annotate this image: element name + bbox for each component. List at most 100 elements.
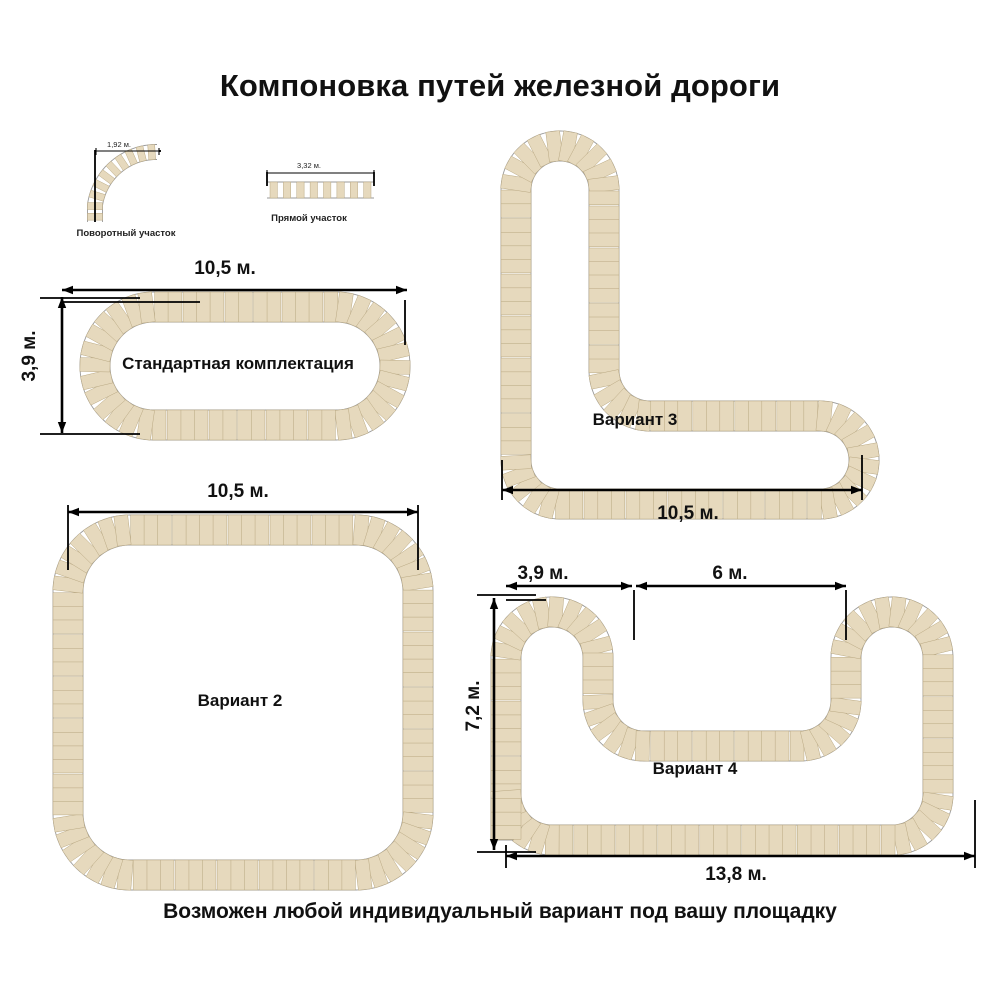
track-sleeper <box>371 326 406 353</box>
track-sleeper <box>354 858 373 891</box>
track-sleeper <box>600 824 615 856</box>
track-sleeper <box>52 647 84 663</box>
track-sleeper <box>104 397 135 431</box>
track-sleeper <box>172 514 187 546</box>
track-sleeper <box>344 404 369 439</box>
track-sleeper <box>132 859 148 891</box>
dimension-arrowhead <box>489 598 499 609</box>
track-sleeper <box>920 636 954 658</box>
track-sleeper <box>891 822 912 856</box>
track-sleeper <box>254 514 270 546</box>
track-sleeper <box>500 413 532 428</box>
track-sleeper <box>266 291 282 323</box>
track-sleeper <box>182 291 198 323</box>
track-sleeper <box>500 287 532 302</box>
track-sleeper <box>166 409 182 441</box>
track-sleeper <box>355 301 386 335</box>
track-sleeper <box>490 811 522 827</box>
track-sleeper <box>336 181 345 199</box>
track-sleeper <box>402 742 434 758</box>
track-sleeper <box>402 631 434 647</box>
dimension-variant-3 <box>501 455 863 500</box>
track-sleeper <box>227 514 243 546</box>
track-sleeper <box>922 681 954 696</box>
track-sleeper <box>823 824 839 856</box>
track-sleeper <box>283 514 298 546</box>
track-sleeper <box>582 694 614 710</box>
track-sleeper <box>897 599 924 633</box>
track-sleeper <box>253 291 268 323</box>
dim-variant-2-width: 10,5 м. <box>207 481 269 502</box>
track-sleeper <box>241 514 256 546</box>
track-sleeper <box>575 143 608 175</box>
track-sleeper <box>602 720 633 755</box>
legend-straight-length: 3,32 м. <box>297 161 321 170</box>
track-sleeper <box>490 798 522 813</box>
track-sleeper <box>843 465 877 492</box>
track-sleeper <box>825 706 859 732</box>
legend-straight-segment <box>266 170 375 199</box>
track-sleeper <box>118 403 144 438</box>
track-sleeper <box>588 274 620 290</box>
track-sleeper <box>490 756 522 771</box>
track-sleeper <box>544 824 560 856</box>
track-sleeper <box>874 596 894 629</box>
track-sleeper <box>174 859 190 891</box>
track-sleeper <box>402 658 434 674</box>
track-sleeper <box>334 408 353 441</box>
track-sleeper <box>212 514 228 546</box>
track-sleeper <box>699 824 714 856</box>
track-sleeper <box>372 521 401 555</box>
track-sleeper <box>209 291 225 323</box>
track-sleeper <box>500 315 532 331</box>
track-sleeper <box>500 426 532 442</box>
track-sleeper <box>500 300 532 316</box>
track-sleeper <box>490 783 522 798</box>
track-sleeper <box>526 133 554 168</box>
track-sleeper <box>500 398 532 413</box>
track-sleeper <box>922 696 954 711</box>
track-sleeper <box>588 219 620 234</box>
track-sleeper <box>513 142 546 175</box>
track-sleeper <box>500 357 532 373</box>
track-sleeper <box>402 729 434 744</box>
track-sleeper <box>587 175 620 194</box>
track-sleeper <box>222 409 237 441</box>
track-sleeper <box>193 409 209 441</box>
track-sleeper <box>137 291 156 324</box>
track-sleeper <box>545 130 564 163</box>
track-sleeper <box>922 668 954 683</box>
track-sleeper <box>185 514 201 546</box>
track-sleeper <box>180 409 195 441</box>
track-sleeper <box>500 440 532 455</box>
track-sleeper <box>547 596 564 628</box>
track-sleeper <box>335 291 354 324</box>
dimension-arrowhead <box>62 285 73 295</box>
track-sleeper <box>847 442 880 462</box>
track-sleeper <box>54 559 89 584</box>
track-sleeper <box>88 189 106 202</box>
track-sleeper <box>269 514 285 546</box>
track-sleeper <box>52 619 84 634</box>
track-sleeper <box>402 798 434 813</box>
track-sleeper <box>308 291 324 323</box>
layout-track-variant-3 <box>500 130 880 520</box>
track-sleeper <box>782 824 797 856</box>
track-sleeper <box>629 824 644 856</box>
track-sleeper <box>279 409 294 441</box>
track-sleeper <box>922 765 954 780</box>
track-sleeper <box>230 859 245 891</box>
track-sleeper <box>199 514 214 546</box>
track-sleeper <box>323 291 339 323</box>
track-sleeper <box>52 703 84 718</box>
layout-label-variant-4: Вариант 4 <box>652 759 738 778</box>
track-sleeper <box>490 769 522 785</box>
track-sleeper <box>835 475 868 507</box>
track-sleeper <box>650 730 665 762</box>
track-sleeper <box>588 303 620 318</box>
track-sleeper <box>151 409 167 441</box>
track-sleeper <box>370 380 405 409</box>
track-sleeper <box>558 130 578 164</box>
track-sleeper <box>490 741 522 756</box>
track-sleeper <box>796 824 812 856</box>
